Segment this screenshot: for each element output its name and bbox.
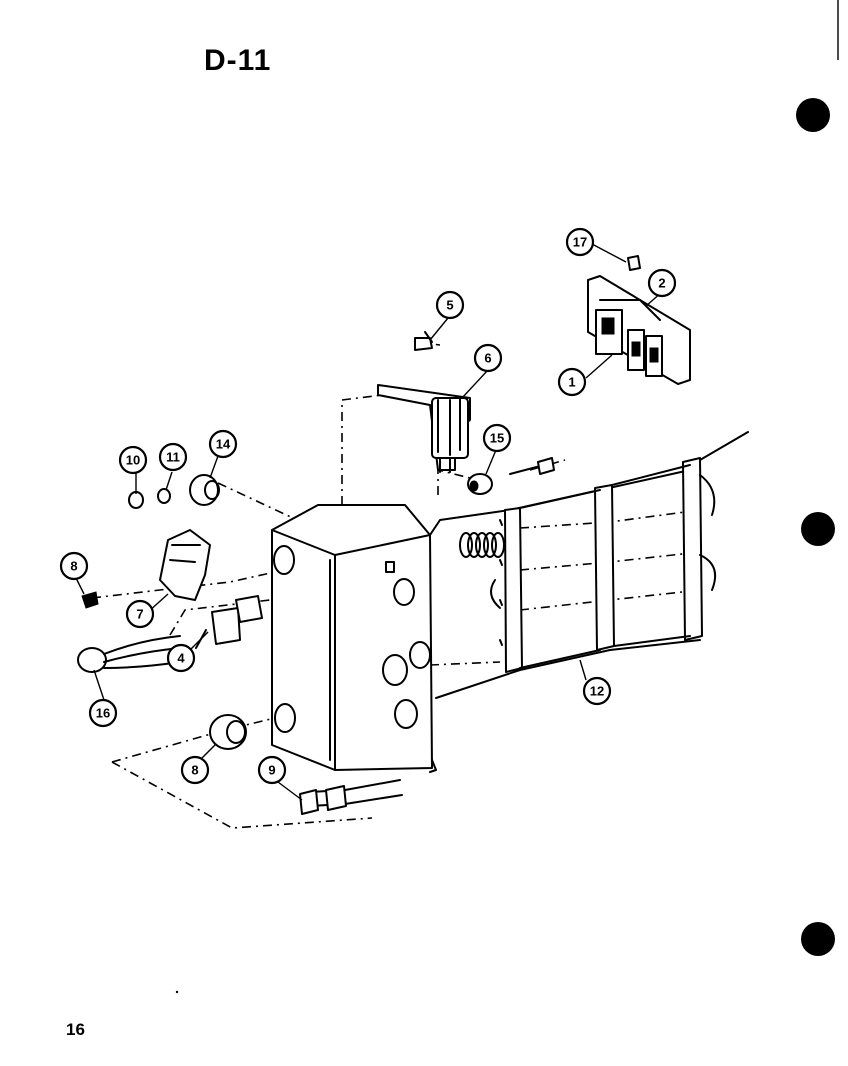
- callout-14: 14: [208, 429, 238, 459]
- callout-2: 2: [647, 268, 677, 298]
- svg-text:14: 14: [216, 437, 231, 452]
- wire-harness-part-16: [77, 635, 181, 673]
- callout-8-screw: 8: [59, 551, 89, 581]
- svg-text:1: 1: [568, 375, 575, 390]
- diagram-title: D-11: [204, 44, 272, 77]
- binder-punch-hole-bottom: [801, 922, 835, 956]
- power-cord-part-9: [299, 779, 403, 815]
- bushing-part-15: [467, 457, 555, 495]
- svg-text:9: 9: [268, 763, 275, 778]
- stray-dot: [175, 990, 179, 994]
- svg-text:11: 11: [166, 450, 180, 465]
- callout-17: 17: [565, 227, 595, 257]
- page-number: 16: [66, 1020, 85, 1039]
- svg-text:12: 12: [590, 684, 604, 699]
- svg-text:16: 16: [96, 706, 110, 721]
- svg-text:8: 8: [70, 559, 77, 574]
- callout-11: 11: [158, 442, 188, 472]
- callout-5: 5: [435, 290, 465, 320]
- control-box-housing: [271, 504, 437, 773]
- heater-element-assembly: [429, 431, 749, 699]
- heater-coil: [459, 532, 505, 558]
- binder-punch-hole-middle: [801, 512, 835, 546]
- binder-punch-hole-top: [796, 98, 830, 132]
- terminal-block: [587, 275, 691, 385]
- svg-text:10: 10: [126, 453, 140, 468]
- callout-9: 9: [257, 755, 287, 785]
- relay-part: [377, 384, 471, 473]
- screw-part-5: [414, 331, 433, 351]
- callout-4: 4: [166, 643, 196, 673]
- thermostat-part-4: [195, 595, 263, 649]
- callout-12: 12: [582, 676, 612, 706]
- switch-part-7: [159, 529, 211, 601]
- svg-text:8: 8: [191, 763, 198, 778]
- svg-text:2: 2: [658, 276, 665, 291]
- clip-part-17: [627, 255, 641, 271]
- grommet-part-8: [209, 714, 247, 750]
- svg-text:15: 15: [490, 431, 504, 446]
- washer-parts: [128, 474, 220, 509]
- screw-part-8: [81, 591, 99, 609]
- callout-7: 7: [125, 599, 155, 629]
- callout-8-grommet: 8: [180, 755, 210, 785]
- callout-15: 15: [482, 423, 512, 453]
- svg-text:4: 4: [177, 651, 185, 666]
- svg-text:6: 6: [484, 351, 491, 366]
- svg-text:7: 7: [136, 607, 143, 622]
- callout-10: 10: [118, 445, 148, 475]
- svg-text:5: 5: [446, 298, 453, 313]
- callout-16: 16: [88, 698, 118, 728]
- svg-text:17: 17: [573, 235, 587, 250]
- callout-6: 6: [473, 343, 503, 373]
- callout-1: 1: [557, 367, 587, 397]
